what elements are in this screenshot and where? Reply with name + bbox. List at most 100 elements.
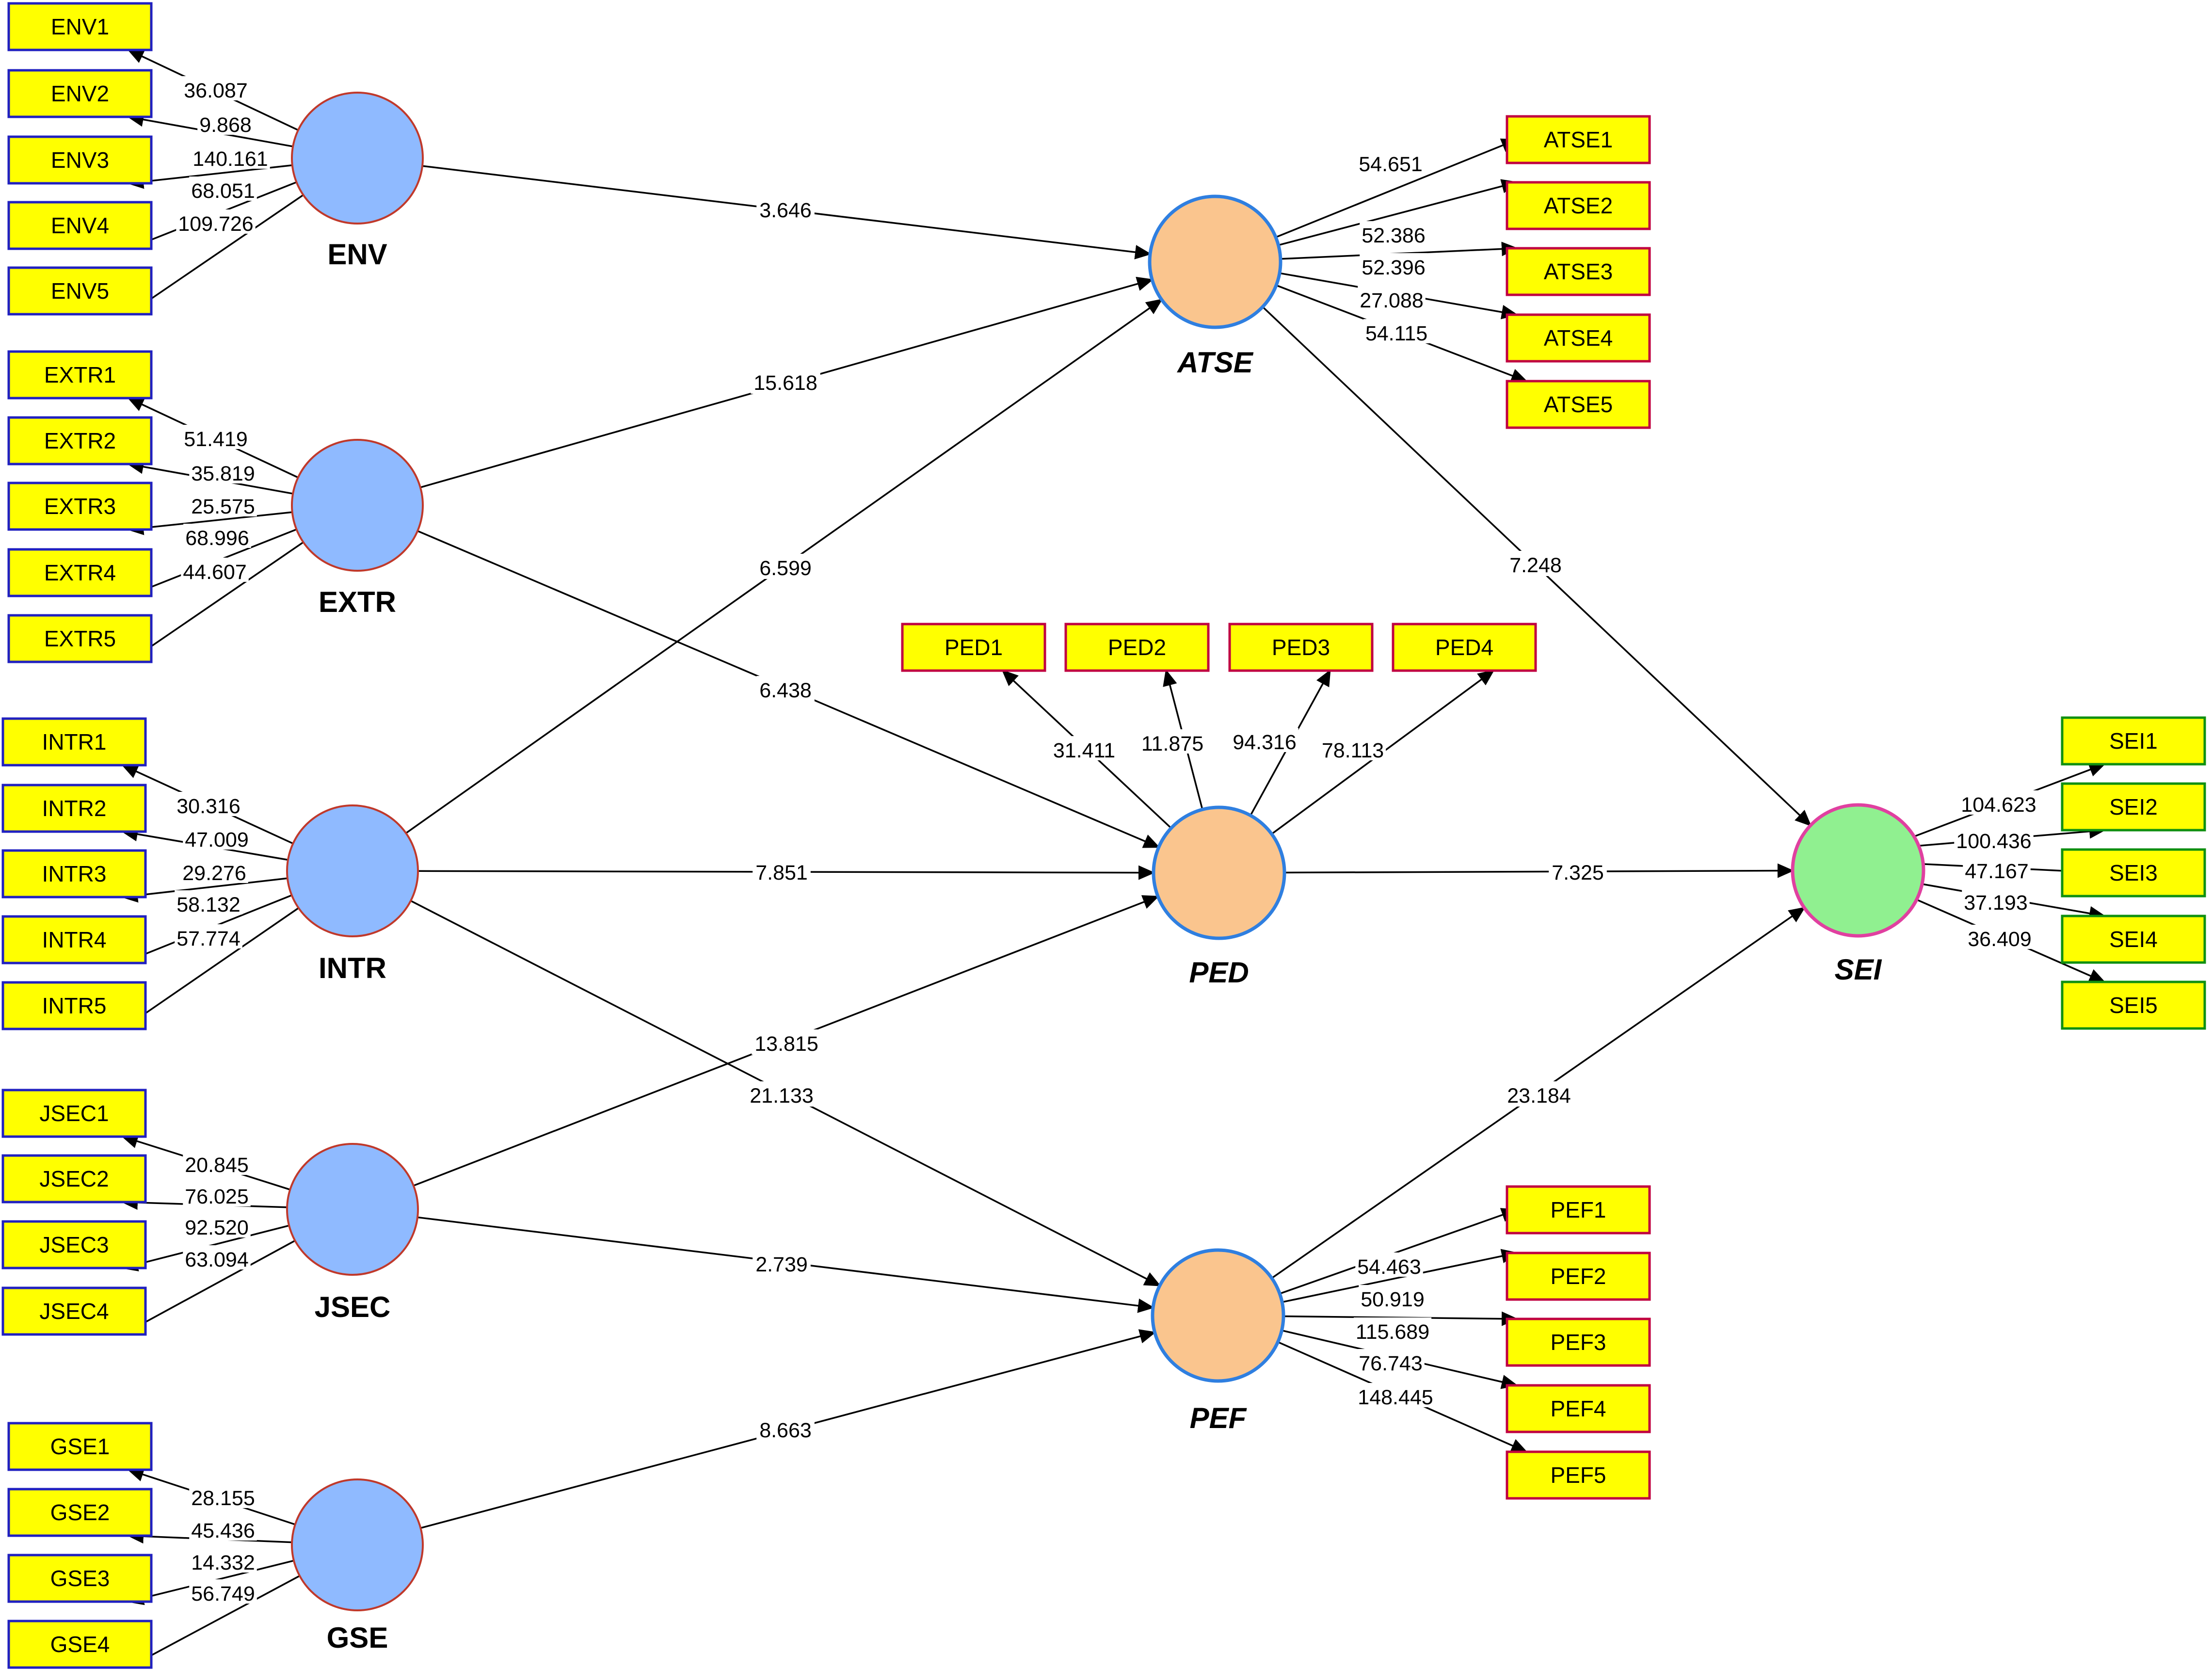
latent-label-extr: EXTR xyxy=(319,586,396,618)
indicator-box-sei4[interactable] xyxy=(2061,915,2206,964)
indicator-box-gse4[interactable] xyxy=(7,1620,153,1669)
loading-value-sei1: 104.623 xyxy=(1961,793,2036,817)
indicator-box-atse1[interactable] xyxy=(1506,115,1651,164)
latent-circle-env[interactable] xyxy=(291,92,424,225)
indicator-name-sei4: SEI4 xyxy=(2109,927,2158,952)
path-coefficient-extr-atse: 15.618 xyxy=(753,371,817,395)
latent-label-gse: GSE xyxy=(327,1622,388,1654)
indicator-box-gse3[interactable] xyxy=(7,1554,153,1603)
loading-label-background xyxy=(1963,857,2031,881)
path-label-background xyxy=(756,676,815,701)
loading-label-background xyxy=(175,792,242,816)
loading-label-background xyxy=(1959,790,2038,815)
indicator-box-gse1[interactable] xyxy=(7,1422,153,1471)
path-coefficient-intr-ped: 7.851 xyxy=(755,861,808,884)
loading-label-background xyxy=(1139,729,1206,754)
latent-label-intr: INTR xyxy=(319,952,386,984)
loading-label-background xyxy=(1363,319,1430,343)
indicator-box-jsec4[interactable] xyxy=(1,1286,147,1336)
loading-value-pef3: 115.689 xyxy=(1356,1320,1429,1344)
path-coefficient-ped-sei: 7.325 xyxy=(1552,861,1604,884)
latent-circle-gse[interactable] xyxy=(291,1478,424,1611)
indicator-box-sei1[interactable] xyxy=(2061,716,2206,766)
indicator-box-env1[interactable] xyxy=(7,2,153,51)
loading-value-extr1: 51.419 xyxy=(184,428,248,451)
loading-arrow-intr3 xyxy=(121,877,288,903)
indicator-box-extr3[interactable] xyxy=(7,482,153,531)
loading-value-jsec2: 76.025 xyxy=(185,1185,249,1208)
loading-label-background xyxy=(1231,728,1298,752)
indicator-name-atse5: ATSE5 xyxy=(1544,392,1613,417)
indicator-box-intr4[interactable] xyxy=(1,915,147,964)
loading-label-background xyxy=(1356,1383,1435,1407)
indicator-box-gse2[interactable] xyxy=(7,1488,153,1537)
indicator-name-extr1: EXTR1 xyxy=(44,362,116,387)
loading-label-background xyxy=(180,859,248,883)
path-coefficient-intr-atse: 6.599 xyxy=(759,557,812,580)
indicator-box-ped2[interactable] xyxy=(1064,623,1210,672)
indicator-box-ped3[interactable] xyxy=(1228,623,1374,672)
indicator-box-pef4[interactable] xyxy=(1506,1384,1651,1433)
indicator-name-sei3: SEI3 xyxy=(2109,860,2158,885)
indicator-box-intr2[interactable] xyxy=(1,784,147,833)
loading-label-background xyxy=(189,177,257,201)
indicator-box-env5[interactable] xyxy=(7,266,153,316)
loading-label-background xyxy=(1319,736,1386,760)
indicator-name-gse1: GSE1 xyxy=(50,1434,110,1459)
indicator-box-sei5[interactable] xyxy=(2061,980,2206,1030)
indicator-box-env2[interactable] xyxy=(7,69,153,118)
indicator-box-sei2[interactable] xyxy=(2061,782,2206,832)
loading-value-jsec3: 92.520 xyxy=(185,1216,249,1239)
latent-circle-pef[interactable] xyxy=(1151,1248,1285,1383)
latent-circle-atse[interactable] xyxy=(1148,194,1282,329)
indicator-name-atse4: ATSE4 xyxy=(1544,325,1613,351)
indicator-box-env4[interactable] xyxy=(7,201,153,250)
indicator-box-pef2[interactable] xyxy=(1506,1252,1651,1301)
indicator-box-pef5[interactable] xyxy=(1506,1450,1651,1500)
loading-label-background xyxy=(1360,221,1427,245)
loading-label-background xyxy=(182,76,250,100)
indicator-box-extr2[interactable] xyxy=(7,416,153,466)
latent-circle-extr[interactable] xyxy=(291,439,424,572)
path-label-background xyxy=(752,1029,821,1055)
indicator-box-intr5[interactable] xyxy=(1,981,147,1030)
indicator-box-jsec2[interactable] xyxy=(1,1154,147,1204)
latent-circle-intr[interactable] xyxy=(286,804,419,937)
indicator-name-intr2: INTR2 xyxy=(42,796,107,821)
loading-value-gse2: 45.436 xyxy=(191,1519,255,1542)
indicator-box-ped1[interactable] xyxy=(901,623,1046,672)
indicator-box-extr1[interactable] xyxy=(7,350,153,400)
loading-value-pef1: 54.463 xyxy=(1357,1255,1421,1279)
loading-label-background xyxy=(176,209,256,234)
loading-value-intr4: 58.132 xyxy=(176,893,240,916)
latent-circle-sei[interactable] xyxy=(1791,803,1925,938)
indicator-box-extr4[interactable] xyxy=(7,548,153,597)
indicator-name-extr2: EXTR2 xyxy=(44,428,116,453)
latent-circle-jsec[interactable] xyxy=(286,1143,419,1276)
indicator-box-atse4[interactable] xyxy=(1506,313,1651,363)
indicator-name-gse2: GSE2 xyxy=(50,1500,110,1525)
indicator-box-pef1[interactable] xyxy=(1506,1185,1651,1235)
indicator-name-pef1: PEF1 xyxy=(1550,1197,1606,1222)
indicator-box-atse2[interactable] xyxy=(1506,181,1651,230)
indicator-box-jsec3[interactable] xyxy=(1,1220,147,1269)
indicator-box-atse5[interactable] xyxy=(1506,380,1651,429)
loading-label-background xyxy=(1357,150,1425,174)
indicator-box-intr3[interactable] xyxy=(1,849,147,899)
indicator-box-ped4[interactable] xyxy=(1392,623,1537,672)
latent-label-sei: SEI xyxy=(1835,953,1882,986)
indicator-box-jsec1[interactable] xyxy=(1,1089,147,1138)
latent-circle-ped[interactable] xyxy=(1152,805,1286,940)
loading-value-jsec1: 20.845 xyxy=(185,1154,249,1177)
loading-value-extr4: 68.996 xyxy=(185,527,249,550)
loading-value-atse3: 52.396 xyxy=(1362,256,1426,279)
indicator-box-atse3[interactable] xyxy=(1506,247,1651,296)
indicator-box-extr5[interactable] xyxy=(7,614,153,663)
indicator-box-sei3[interactable] xyxy=(2061,848,2206,898)
loading-label-background xyxy=(182,425,250,449)
loading-arrow-atse2 xyxy=(1278,179,1518,246)
loading-value-env5: 109.726 xyxy=(178,212,253,236)
indicator-box-env3[interactable] xyxy=(7,135,153,185)
indicator-box-intr1[interactable] xyxy=(1,717,147,767)
indicator-box-pef3[interactable] xyxy=(1506,1317,1651,1367)
